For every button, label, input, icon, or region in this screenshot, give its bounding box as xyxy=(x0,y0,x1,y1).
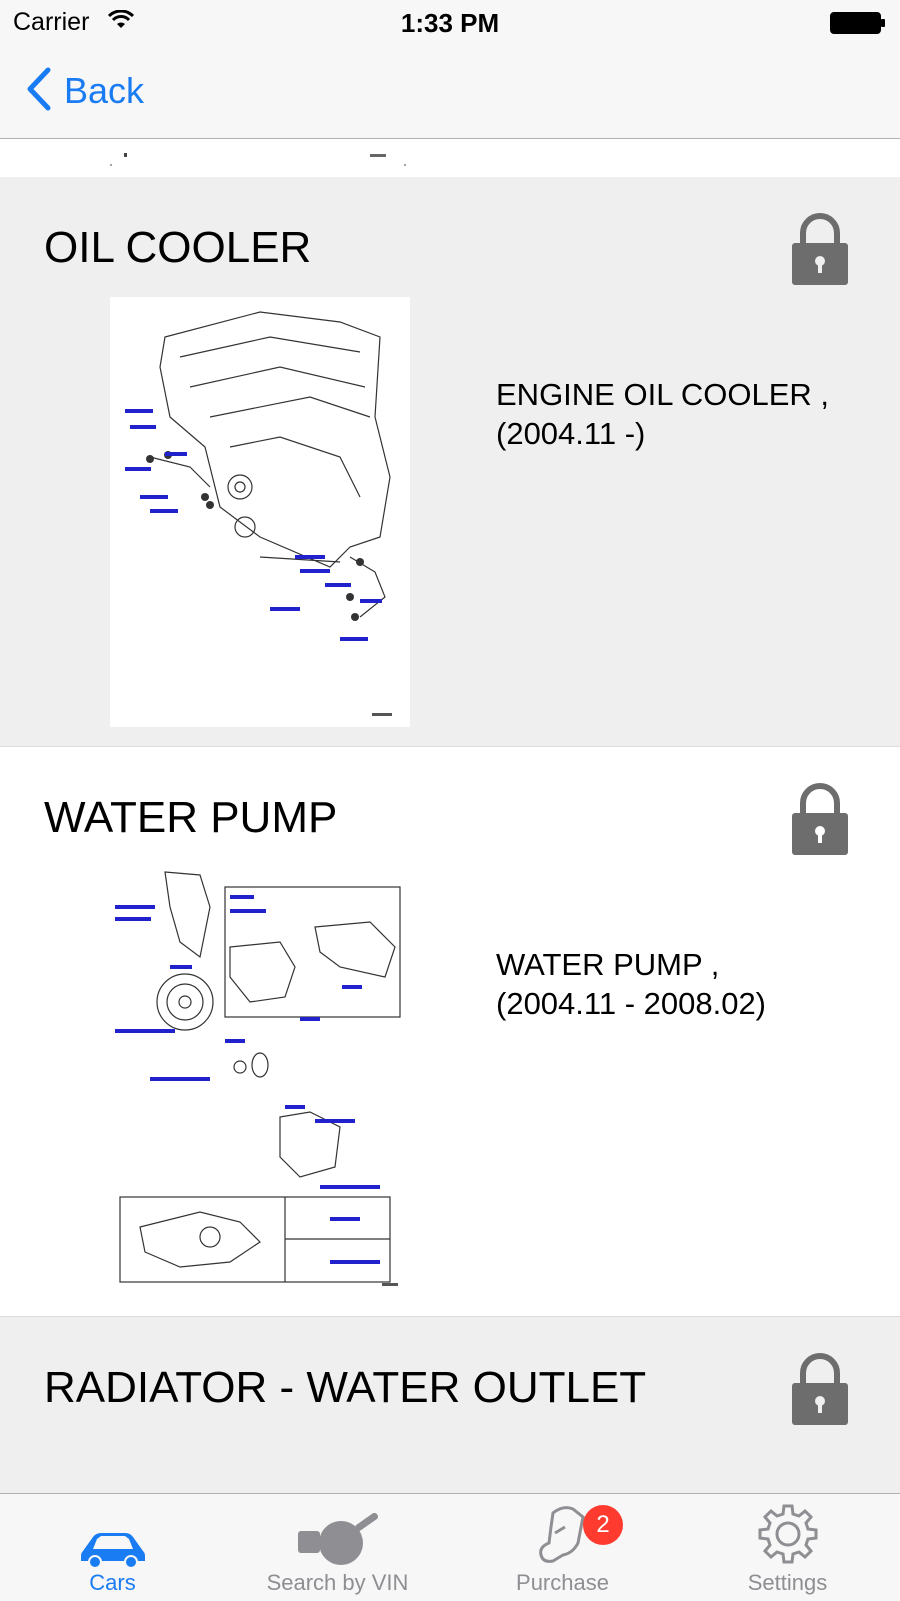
parts-list[interactable]: OIL COOLER xyxy=(0,139,900,1493)
section-description: ENGINE OIL COOLER , (2004.11 -) xyxy=(496,377,830,451)
car-icon xyxy=(79,1529,147,1574)
list-item-radiator-water-outlet[interactable]: RADIATOR - WATER OUTLET xyxy=(0,1317,900,1493)
tab-bar: Cars Search by VIN Purchase 2 xyxy=(0,1493,900,1601)
status-time: 1:33 PM xyxy=(400,8,500,38)
oil-cooler-diagram xyxy=(110,297,410,727)
lock-icon xyxy=(790,1351,850,1432)
navigation-bar: Back xyxy=(0,44,900,139)
tab-label: Settings xyxy=(747,1570,828,1595)
purchase-badge: 2 xyxy=(583,1505,623,1545)
purchase-icon xyxy=(533,1503,593,1574)
diagram-fragment xyxy=(110,153,406,166)
tab-search-by-vin[interactable]: Search by VIN xyxy=(225,1494,450,1601)
search-vin-icon xyxy=(296,1512,380,1574)
lock-icon xyxy=(790,781,850,862)
section-title: OIL COOLER xyxy=(44,223,312,272)
lock-icon xyxy=(790,211,850,292)
tab-settings[interactable]: Settings xyxy=(675,1494,900,1601)
section-title: RADIATOR - WATER OUTLET xyxy=(44,1363,647,1412)
tab-label: Purchase xyxy=(516,1570,609,1595)
water-pump-diagram xyxy=(110,867,410,1297)
gear-icon xyxy=(755,1503,821,1574)
wifi-icon xyxy=(107,9,135,35)
list-item-water-pump[interactable]: WATER PUMP xyxy=(0,747,900,1317)
section-description: WATER PUMP , (2004.11 - 2008.02) xyxy=(496,947,767,1021)
section-title: WATER PUMP xyxy=(44,793,338,842)
list-item-oil-cooler[interactable]: OIL COOLER xyxy=(0,177,900,747)
back-label: Back xyxy=(64,70,145,111)
tab-cars[interactable]: Cars xyxy=(0,1494,225,1601)
battery-icon xyxy=(830,12,886,39)
tab-label: Cars xyxy=(89,1570,136,1595)
chevron-left-icon xyxy=(26,67,52,116)
status-bar: Carrier 1:33 PM xyxy=(0,0,900,44)
carrier-label: Carrier xyxy=(13,8,90,36)
back-button[interactable]: Back xyxy=(26,66,144,116)
tab-purchase[interactable]: Purchase xyxy=(450,1494,675,1601)
tab-label: Search by VIN xyxy=(266,1570,409,1595)
previous-item-fragment xyxy=(0,139,900,178)
